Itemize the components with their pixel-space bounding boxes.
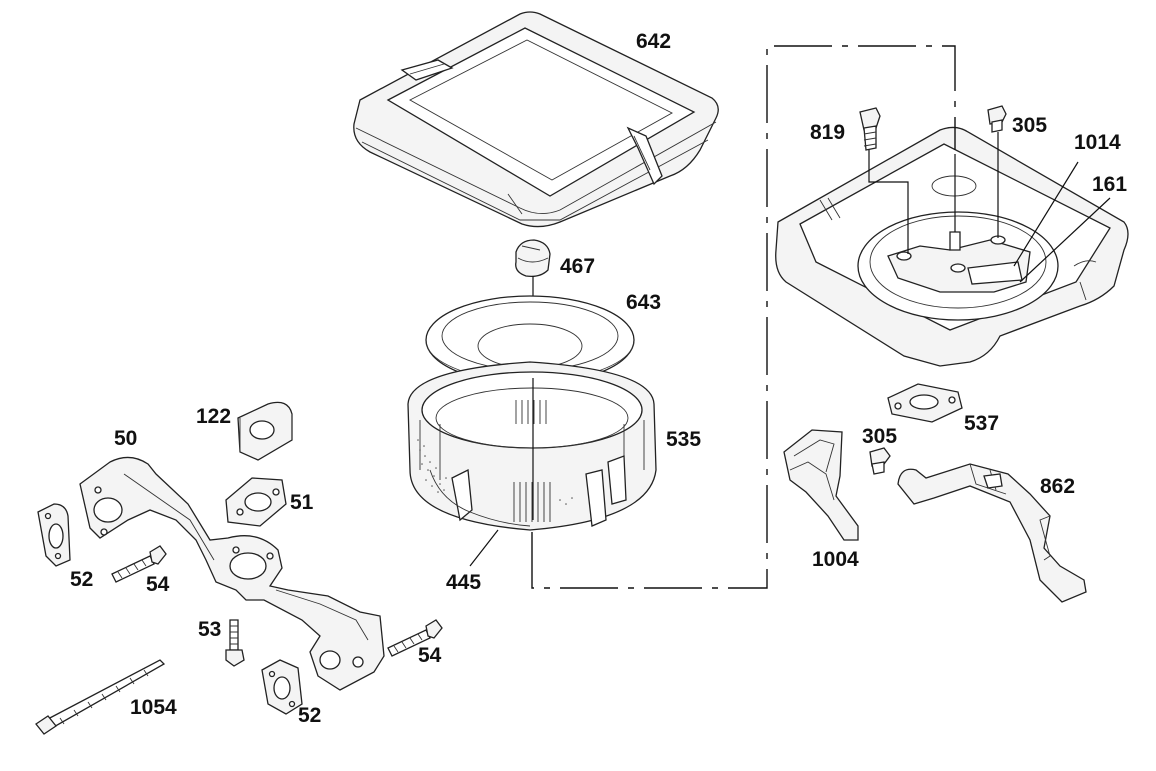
callout-305-top: 305 (1012, 114, 1047, 137)
callout-642: 642 (636, 30, 671, 53)
gasket-52-bottom-part (261, 659, 303, 715)
bolt-53-part (225, 619, 245, 667)
callout-51: 51 (290, 491, 314, 514)
bolt-305-top-part (987, 105, 1007, 133)
air-filter-element-part (407, 361, 657, 531)
gasket-537-part (887, 383, 963, 423)
callout-52-left: 52 (70, 568, 93, 591)
callout-53: 53 (198, 618, 221, 641)
spacer-122-part (237, 401, 293, 461)
callout-54-right: 54 (418, 644, 442, 667)
gasket-52-left-part (37, 503, 71, 567)
callout-819: 819 (810, 121, 845, 144)
filter-pleats (513, 400, 551, 522)
cable-tie-1054-part (35, 659, 166, 735)
callout-52-bottom: 52 (298, 704, 321, 727)
callout-305-lower: 305 (862, 425, 897, 448)
callout-535: 535 (666, 428, 701, 451)
callout-643: 643 (626, 291, 661, 314)
bracket-862-part (897, 463, 1087, 603)
air-duct-1004-part (783, 429, 859, 541)
callout-1014: 1014 (1074, 131, 1121, 154)
callout-50: 50 (114, 427, 137, 450)
intake-manifold-50-part (79, 456, 385, 691)
air-cleaner-cover-part (353, 11, 719, 228)
callout-54-left: 54 (146, 573, 170, 596)
knob-nut-part (515, 239, 551, 278)
gasket-51-part (225, 477, 287, 527)
bolt-54-right-part (387, 619, 443, 657)
callout-445: 445 (446, 571, 481, 594)
callout-862: 862 (1040, 475, 1075, 498)
callout-161: 161 (1092, 173, 1127, 196)
callout-467: 467 (560, 255, 595, 278)
assembly-connector-line (531, 45, 956, 589)
callout-1004: 1004 (812, 548, 859, 571)
callout-1054: 1054 (130, 696, 177, 719)
callout-537: 537 (964, 412, 999, 435)
callout-labels: 642 467 643 535 445 819 305 1014 161 537… (70, 30, 1127, 727)
callout-122: 122 (196, 405, 231, 428)
bolt-54-left-part (111, 545, 167, 583)
bolt-819-part (859, 107, 881, 151)
bolt-305-lower-part (869, 447, 891, 475)
air-cleaner-base-part (775, 126, 1129, 367)
